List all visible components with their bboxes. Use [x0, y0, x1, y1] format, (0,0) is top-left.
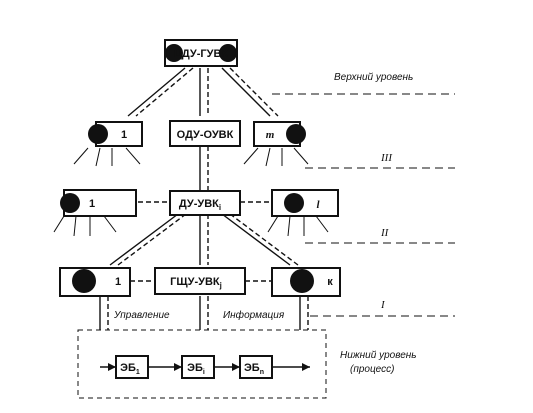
process-block-1: ЭБ1 — [115, 355, 149, 379]
node-l3-left: 1 — [59, 267, 131, 297]
process-block-n: ЭБn — [239, 355, 273, 379]
process-block-n-label: ЭБ — [244, 362, 260, 374]
process-label: (процесс) — [350, 364, 394, 375]
node-stubs — [53, 147, 329, 237]
node-l3-right-label: к — [327, 276, 333, 288]
node-l1-right-label: m — [266, 129, 275, 141]
node-l3-mid-label: ГЩУ-УВК — [170, 276, 220, 288]
connections — [99, 67, 309, 330]
level-I-label: I — [380, 299, 386, 311]
process-block-1-subscript: 1 — [136, 369, 140, 376]
node-l2-right-label: l — [316, 199, 320, 211]
node-l1-left-label: 1 — [121, 129, 127, 141]
node-top-label: ЦДУ-ГУВК — [174, 48, 229, 60]
node-l1-mid: ОДУ-ОУВК — [169, 120, 241, 147]
level-separators — [272, 93, 455, 317]
svg-text:ДУ-УВКi: ДУ-УВКi — [179, 198, 221, 212]
control-label: Управление — [113, 310, 170, 321]
process-block-i-subscript: i — [203, 369, 205, 376]
process-box — [77, 329, 327, 399]
process-block-i: ЭБi — [181, 355, 215, 379]
node-l2-mid-subscript: i — [219, 203, 221, 212]
node-l2-left: 1 — [60, 189, 137, 217]
node-l2-right: l — [271, 189, 339, 217]
level-III-label: III — [380, 152, 393, 164]
svg-text:ЭБ1: ЭБ1 — [120, 362, 140, 376]
upper-level-label: Верхний уровень — [334, 72, 413, 83]
node-l2-mid-label: ДУ-УВК — [179, 198, 219, 210]
node-l1-left: 1 — [88, 121, 143, 147]
node-l3-mid-subscript: j — [219, 281, 222, 290]
node-l1-right: m — [253, 121, 306, 147]
level-II-label: II — [380, 227, 390, 239]
node-top: ЦДУ-ГУВК — [164, 39, 238, 67]
node-l2-left-label: 1 — [89, 198, 95, 210]
node-l3-mid: ГЩУ-УВКj — [154, 267, 246, 295]
svg-text:ГЩУ-УВКj: ГЩУ-УВКj — [170, 276, 222, 290]
process-block-1-label: ЭБ — [120, 362, 136, 374]
node-l3-right: к — [271, 267, 341, 297]
lower-level-label: Нижний уровень — [340, 350, 417, 361]
process-block-n-subscript: n — [260, 369, 264, 376]
information-label: Информация — [223, 309, 285, 321]
process-block-i-label: ЭБ — [187, 362, 203, 374]
svg-text:ЭБi: ЭБi — [187, 362, 205, 376]
svg-text:ЭБn: ЭБn — [244, 362, 264, 376]
node-l1-mid-label: ОДУ-ОУВК — [177, 129, 234, 141]
node-l2-mid: ДУ-УВКi — [169, 190, 241, 216]
node-l3-left-label: 1 — [115, 276, 121, 288]
